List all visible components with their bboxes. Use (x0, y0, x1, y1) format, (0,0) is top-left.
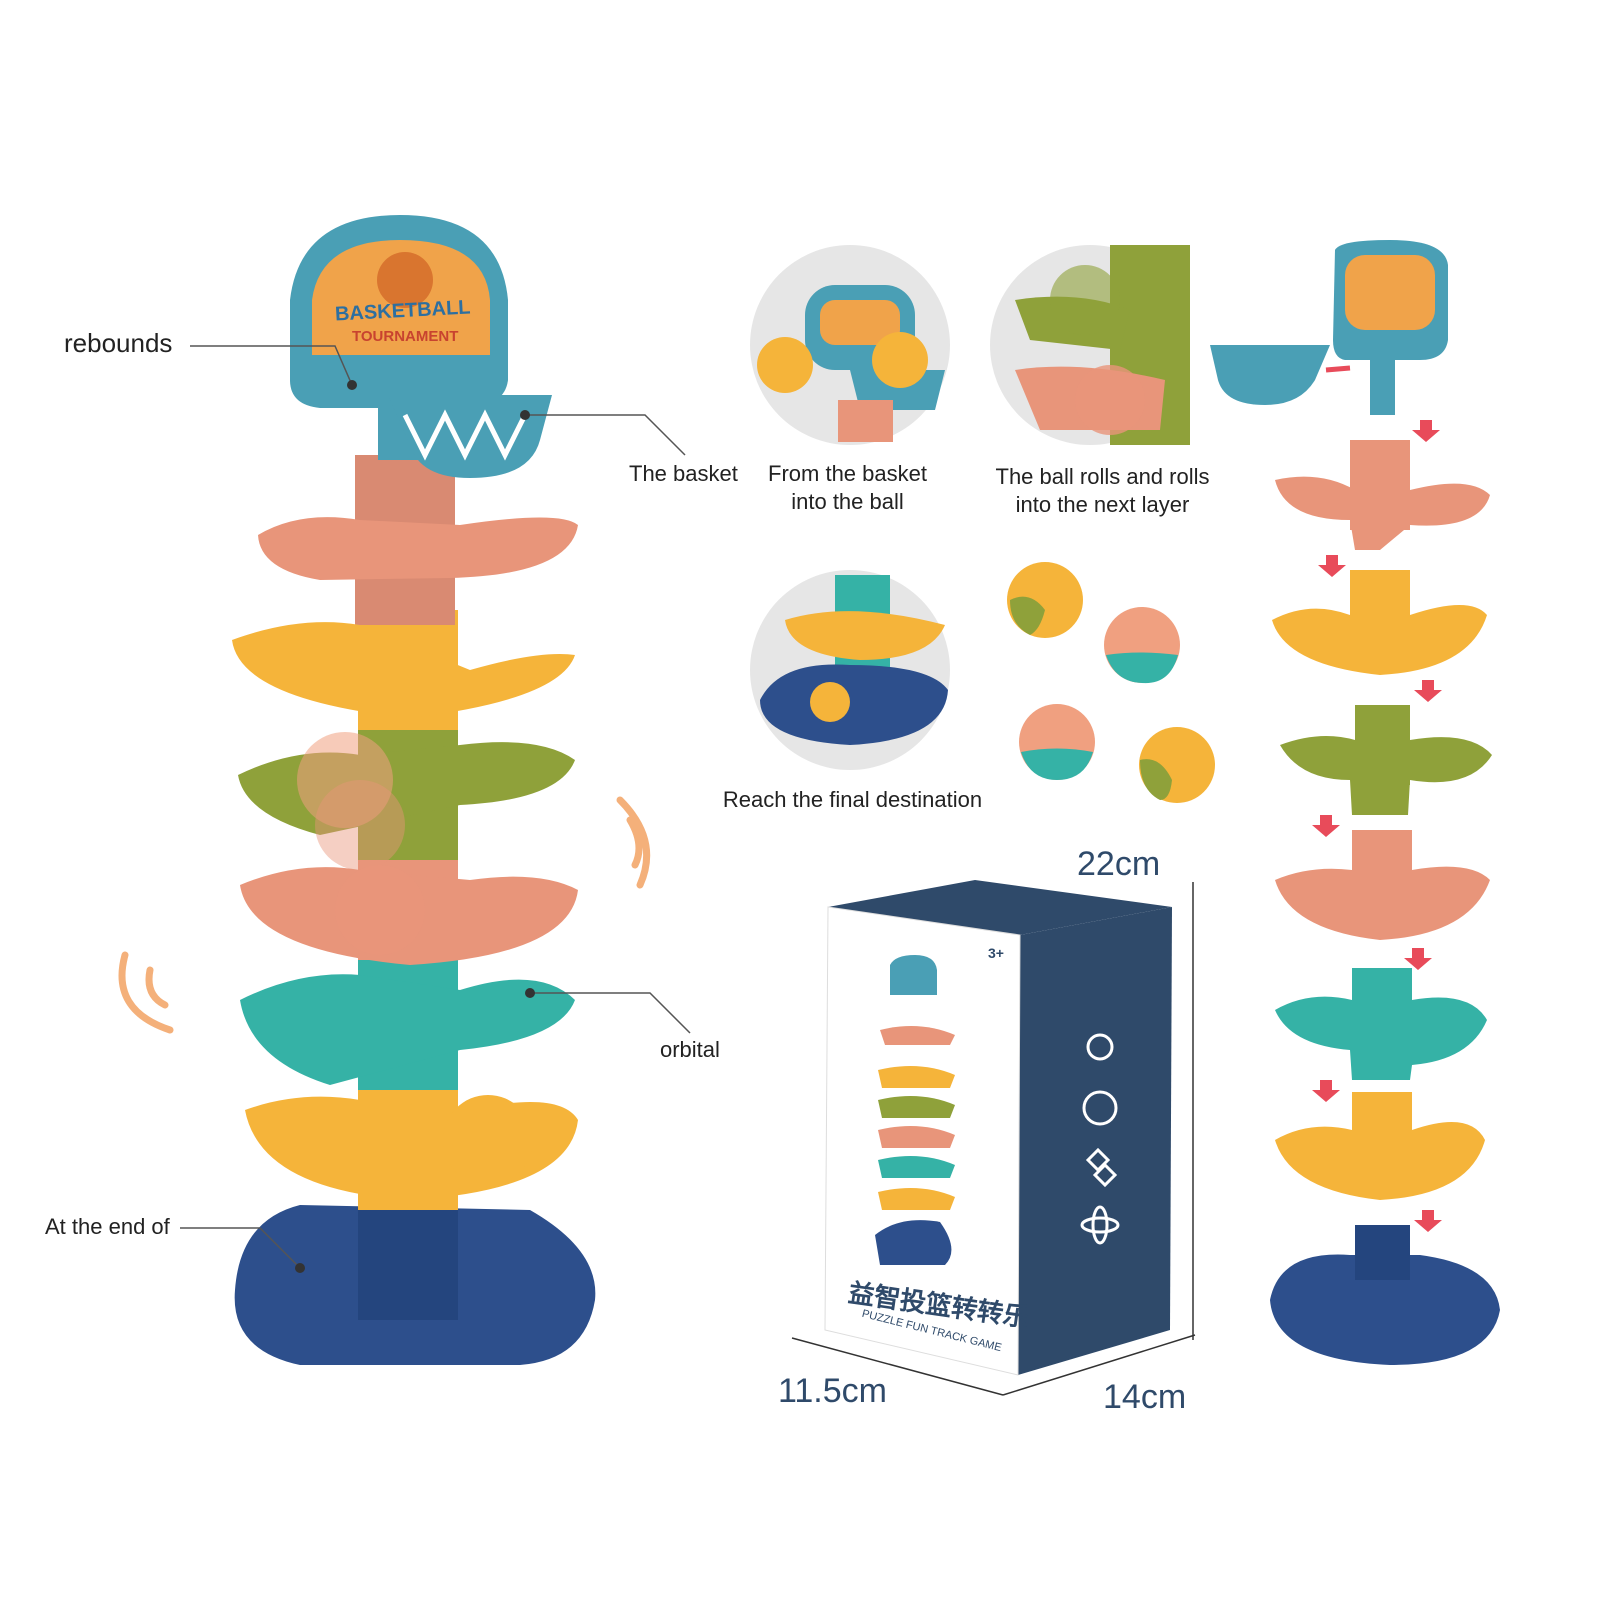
callout-basket: The basket (629, 461, 738, 486)
backboard-subtitle: TOURNAMENT (352, 328, 459, 345)
caption-from-basket: From the basket into the ball (768, 461, 927, 514)
dimension-lines (791, 882, 1196, 1396)
dimension-width: 11.5cm (778, 1372, 887, 1410)
tray-yellow-top (232, 622, 575, 718)
box-age-label: 3+ (988, 945, 1004, 961)
box-feature-icons (1080, 1033, 1120, 1245)
tray-teal (240, 974, 575, 1085)
tray-pink-top (258, 517, 578, 580)
exploded-parts (1210, 240, 1500, 1365)
ball-ghost-2 (315, 780, 405, 870)
column-navy (358, 1210, 458, 1320)
sound-wave-left (118, 951, 174, 1034)
callout-lines (180, 345, 691, 1269)
tower (118, 215, 651, 1365)
callout-end: At the end of (45, 1214, 170, 1239)
callout-orbital: orbital (660, 1037, 720, 1062)
sound-wave-right (616, 796, 651, 889)
product-box (824, 880, 1172, 1376)
hoop-net-pattern (402, 409, 528, 461)
callout-rebounds: rebounds (64, 328, 173, 358)
ball-pink (335, 865, 425, 955)
hoop-net (388, 395, 552, 478)
dimension-height: 22cm (1077, 845, 1161, 883)
arrow-icons (1312, 420, 1442, 1232)
ball-yellow (443, 1095, 533, 1185)
basketball-icon (377, 252, 433, 308)
caption-ball-rolls: The ball rolls and rolls into the next l… (995, 464, 1210, 517)
ball-ghost (297, 732, 393, 828)
caption-final: Reach the final destination (722, 787, 983, 812)
dimension-depth: 14cm (1103, 1378, 1187, 1416)
